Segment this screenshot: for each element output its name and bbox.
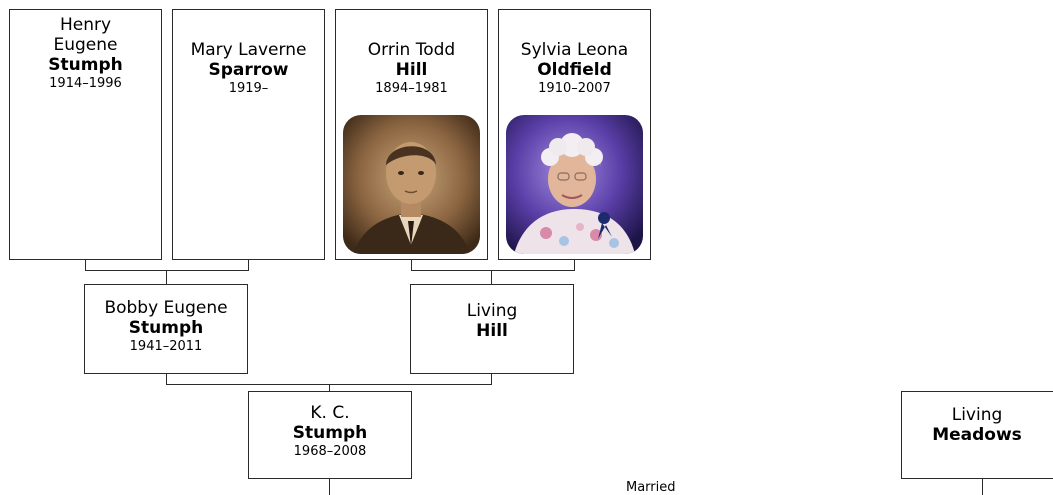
portrait-photo-sylvia — [506, 115, 643, 254]
given-name: Living — [466, 301, 518, 321]
surname: Sparrow — [208, 60, 289, 80]
given-name: Orrin Todd — [367, 40, 456, 60]
connector-line — [329, 479, 330, 495]
surname: Hill — [476, 321, 508, 341]
given-name: Henry Eugene — [53, 15, 118, 55]
connector-line — [411, 270, 575, 271]
given-name: Living — [951, 405, 1003, 425]
surname: Hill — [395, 60, 428, 80]
person-box-bobby[interactable]: Bobby Eugene Stumph 1941–2011 — [84, 284, 248, 374]
given-name: Bobby Eugene — [104, 298, 228, 318]
life-dates: 1914–1996 — [49, 76, 122, 91]
given-name: Sylvia Leona — [520, 40, 629, 60]
person-box-living-hill[interactable]: Living Hill — [410, 284, 574, 374]
connector-line — [166, 374, 167, 385]
married-label: Married — [626, 480, 676, 495]
surname: Meadows — [932, 425, 1022, 445]
given-name: Mary Laverne — [190, 40, 307, 60]
connector-line — [574, 260, 575, 271]
person-box-orrin[interactable]: Orrin Todd Hill 1894–1981 — [335, 9, 488, 260]
surname: Stumph — [128, 318, 204, 338]
connector-line — [166, 270, 167, 284]
life-dates: 1968–2008 — [293, 444, 367, 459]
person-box-kc[interactable]: K. C. Stumph 1968–2008 — [248, 391, 412, 479]
connector-line — [491, 270, 492, 284]
connector-line — [491, 374, 492, 385]
connector-line — [85, 270, 249, 271]
connector-line — [329, 384, 330, 391]
connector-line — [248, 260, 249, 271]
surname: Oldfield — [537, 60, 612, 80]
person-box-henry[interactable]: Henry Eugene Stumph 1914–1996 — [9, 9, 162, 260]
life-dates: 1919– — [228, 81, 269, 96]
life-dates: 1894–1981 — [375, 81, 448, 96]
given-name: K. C. — [310, 403, 350, 423]
connector-line — [85, 260, 86, 271]
surname: Stumph — [292, 423, 368, 443]
life-dates: 1910–2007 — [538, 81, 611, 96]
surname: Stumph — [48, 55, 123, 75]
person-box-living-meadows[interactable]: Living Meadows — [901, 391, 1053, 479]
person-box-mary[interactable]: Mary Laverne Sparrow 1919– — [172, 9, 325, 260]
connector-line — [982, 479, 983, 495]
life-dates: 1941–2011 — [129, 339, 203, 354]
connector-line — [411, 260, 412, 271]
portrait-photo-orrin — [343, 115, 480, 254]
person-box-sylvia[interactable]: Sylvia Leona Oldfield 1910–2007 — [498, 9, 651, 260]
